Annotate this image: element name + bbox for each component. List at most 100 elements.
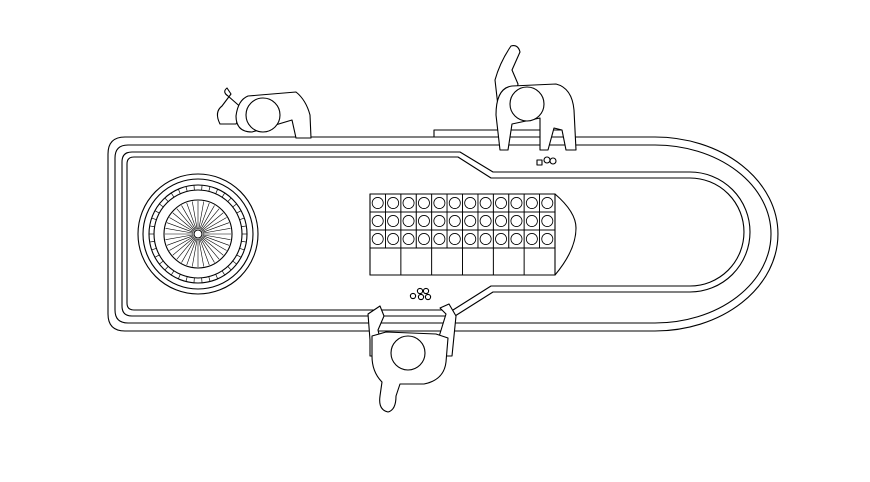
betting-zero-end (554, 193, 577, 276)
wheel-spoke (166, 222, 194, 233)
betting-number-marker (495, 215, 507, 227)
dealer-figure-bottom-center (367, 303, 457, 413)
wheel-pocket-divider (170, 270, 175, 276)
wheel-pocket-divider (154, 210, 160, 214)
betting-number-marker (402, 233, 415, 245)
wheel-pocket-divider (151, 217, 157, 221)
wheel-pocket-divider (154, 254, 160, 258)
betting-number-marker (495, 197, 507, 209)
wheel-spoke (202, 236, 227, 251)
wheel-pocket-divider (236, 254, 242, 258)
betting-outside-box (492, 247, 525, 276)
wheel-spoke (201, 236, 224, 256)
betting-outside-box (523, 247, 556, 276)
wheel-spoke (191, 201, 198, 230)
wheel-spoke (200, 205, 215, 230)
wheel-spoke (200, 237, 220, 260)
wheel-spoke (202, 235, 230, 246)
betting-number-marker (371, 215, 384, 227)
wheel-spoke (169, 236, 194, 251)
betting-number-marker (402, 197, 415, 209)
wheel-spoke (172, 236, 195, 256)
chip-stack-top-right (536, 156, 557, 166)
chip (416, 287, 424, 295)
chip (549, 157, 557, 165)
betting-number-marker (525, 215, 538, 227)
wheel-spoke (199, 238, 210, 266)
wheel-spoke (169, 217, 194, 232)
wheel-spoke (165, 227, 194, 234)
betting-outside-box (462, 247, 494, 276)
dealer-head (390, 335, 426, 371)
wheel-spoke (181, 238, 196, 263)
wheel-spokes (165, 201, 231, 267)
betting-outside-box (400, 247, 433, 276)
wheel-spoke (176, 237, 196, 260)
wheel-spoke (191, 238, 198, 267)
wheel-pocket-divider (232, 203, 237, 208)
wheel-pocket-divider (239, 247, 245, 251)
betting-number-marker (371, 233, 384, 245)
wheel-spoke (165, 234, 194, 241)
betting-number-marker (402, 215, 415, 227)
wheel-pocket-divider (239, 217, 245, 221)
wheel-pocket-divider (159, 203, 164, 208)
wheel-pocket-divider (164, 266, 169, 271)
wheel-spoke (202, 234, 231, 241)
wheel-pocket-divider (236, 210, 242, 214)
betting-number-marker (464, 233, 477, 245)
felt-border-inner (126, 156, 745, 311)
wheel-outer-rim (137, 173, 259, 295)
betting-number-marker (525, 197, 538, 209)
betting-layout (369, 193, 577, 276)
betting-number-marker (418, 233, 430, 245)
betting-number-marker (387, 215, 400, 227)
wheel-pocket-divider (177, 188, 181, 194)
betting-number-marker (541, 233, 554, 245)
wheel-pocket-divider (149, 225, 155, 228)
wheel-pocket-divider (227, 266, 232, 271)
wheel-spindle (193, 229, 203, 239)
betting-number-marker (541, 197, 554, 209)
betting-number-marker (541, 215, 554, 227)
player-figure-top-left (216, 87, 312, 139)
wheel-pocket-divider (221, 270, 226, 276)
chip (422, 287, 430, 295)
table-rail-inner-edge (114, 144, 772, 324)
wheel-pocket-divider (232, 260, 237, 265)
felt-border-outer (121, 151, 751, 317)
betting-number-marker (510, 233, 523, 245)
wheel-spoke (202, 222, 230, 233)
wheel-pocket-divider (164, 197, 169, 202)
betting-number-marker (510, 215, 523, 227)
betting-number-marker (479, 215, 492, 227)
wheel-spoke (200, 238, 215, 263)
wheel-pocket-divider (215, 188, 219, 194)
player-head (245, 97, 281, 133)
betting-number-marker (418, 197, 430, 209)
wheel-cone-edge (163, 199, 233, 269)
chip (417, 293, 425, 301)
chip (409, 292, 417, 300)
chip (536, 159, 543, 166)
betting-number-marker (525, 233, 538, 245)
wheel-pocket-divider (241, 240, 247, 243)
betting-number-marker (418, 215, 430, 227)
betting-number-marker (387, 233, 400, 245)
wheel-spoke (166, 235, 194, 246)
wheel-spoke (201, 212, 224, 232)
wheel-spoke (202, 217, 227, 232)
wheel-spoke (181, 205, 196, 230)
betting-number-marker (433, 197, 446, 209)
wheel-spoke (198, 201, 205, 230)
wheel-pocket-divider (241, 225, 247, 228)
betting-number-marker (510, 197, 523, 209)
wheel-spoke (202, 227, 231, 234)
wheel-spoke (200, 208, 220, 231)
betting-number-marker (433, 233, 446, 245)
roulette-wheel (137, 173, 259, 295)
betting-outside-box (431, 247, 463, 276)
betting-number-marker (464, 197, 477, 209)
